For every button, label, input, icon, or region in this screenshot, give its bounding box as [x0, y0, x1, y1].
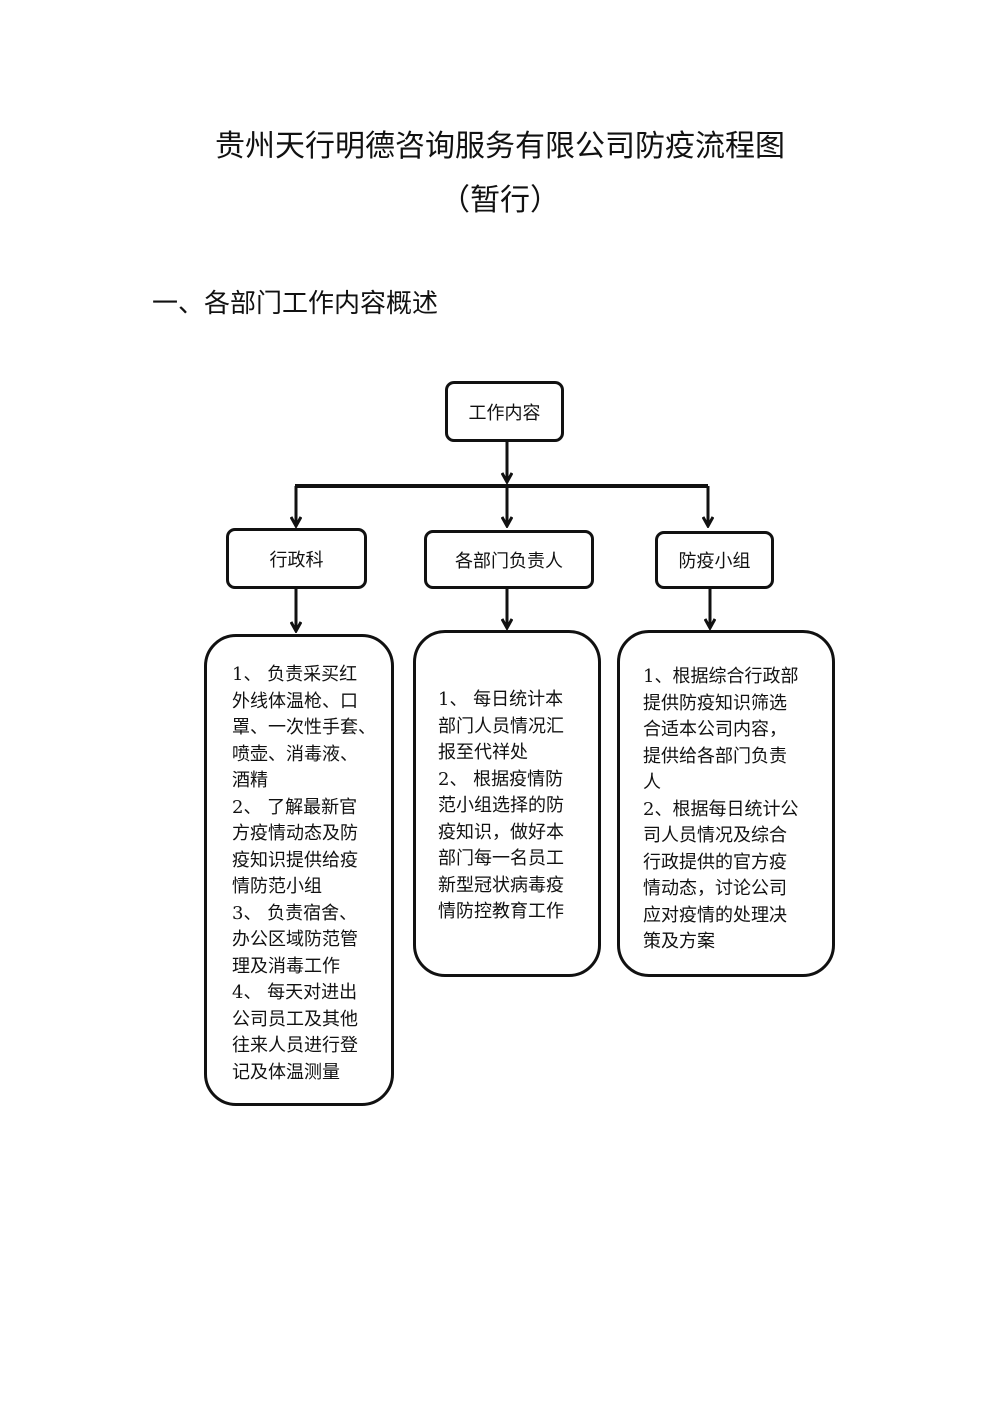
root-node-label: 工作内容 — [468, 402, 541, 424]
dept-node-admin-label: 行政科 — [269, 549, 324, 571]
duties-box-dept-heads: 1、 每日统计本 部门人员情况汇 报至代祥处 2、 根据疫情防 范小组选择的防 … — [413, 630, 601, 977]
duties-text-dept-heads: 1、 每日统计本 部门人员情况汇 报至代祥处 2、 根据疫情防 范小组选择的防 … — [438, 689, 564, 922]
dept-node-dept-heads: 各部门负责人 — [424, 530, 594, 589]
duties-text-admin: 1、 负责采买红 外线体温枪、口 罩、一次性手套、 喷壶、消毒液、 酒精 2、 … — [232, 664, 376, 1083]
duties-box-epidemic-team: 1、根据综合行政部 提供防疫知识筛选 合适本公司内容， 提供给各部门负责 人 2… — [617, 630, 835, 977]
dept-node-admin: 行政科 — [226, 528, 367, 589]
document-subtitle: （暂行） — [440, 183, 560, 218]
duties-box-admin: 1、 负责采买红 外线体温枪、口 罩、一次性手套、 喷壶、消毒液、 酒精 2、 … — [204, 634, 394, 1106]
dept-node-dept-heads-label: 各部门负责人 — [455, 550, 563, 572]
document-title: 贵州天行明德咨询服务有限公司防疫流程图 — [215, 129, 785, 164]
root-node: 工作内容 — [445, 381, 564, 442]
dept-node-epidemic-team-label: 防疫小组 — [678, 551, 751, 572]
duties-text-epidemic-team: 1、根据综合行政部 提供防疫知识筛选 合适本公司内容， 提供给各部门负责 人 2… — [643, 666, 799, 952]
dept-node-epidemic-team: 防疫小组 — [655, 531, 774, 589]
section-heading: 一、各部门工作内容概述 — [152, 289, 439, 319]
